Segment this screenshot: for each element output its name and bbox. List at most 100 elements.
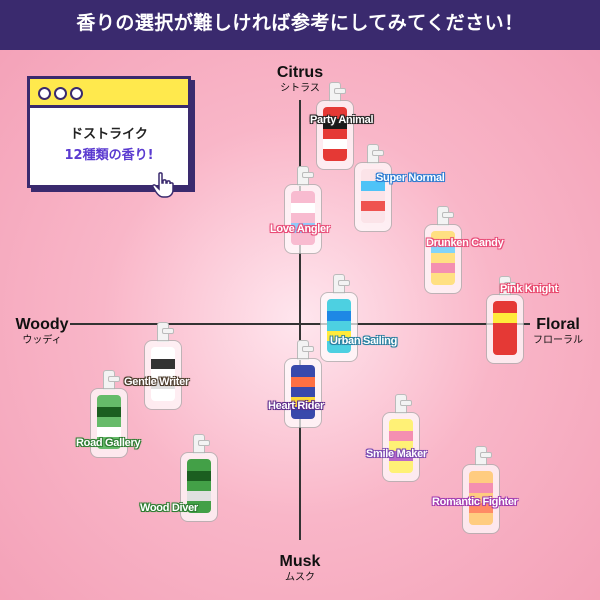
product-label: Gentle Writer	[124, 376, 189, 388]
product-bottle[interactable]	[180, 434, 218, 522]
bottle-label-art	[97, 395, 121, 449]
product-label: Drunken Candy	[426, 237, 504, 249]
callout-title-bar	[30, 79, 188, 108]
nozzle	[442, 212, 454, 218]
bottle-body	[354, 162, 392, 232]
bottle-body	[320, 292, 358, 362]
nozzle	[334, 88, 346, 94]
nozzle	[198, 440, 210, 446]
bottle-body	[144, 340, 182, 410]
label-art-stripe	[361, 181, 385, 191]
label-art-stripe	[97, 427, 121, 437]
product-bottle[interactable]	[382, 394, 420, 482]
pump-cap	[157, 322, 174, 342]
callout-line2: 12種類の香り!	[64, 148, 154, 163]
product-label: Heart Rider	[268, 400, 324, 412]
axis-bottom-en: Musk	[279, 553, 321, 570]
label-art-stripe	[431, 263, 455, 273]
banner-text: 香りの選択が難しければ参考にしてみてください！	[76, 12, 524, 34]
label-art-stripe	[327, 331, 351, 341]
bottle-label-art	[151, 347, 175, 401]
top-banner: 香りの選択が難しければ参考にしてみてください！	[0, 0, 600, 50]
bottle-label-art	[291, 365, 315, 419]
pump-cap	[297, 166, 314, 186]
axis-label-right: Floral フローラル	[520, 316, 596, 348]
pump-cap	[475, 446, 492, 466]
label-art-stripe	[469, 483, 493, 493]
label-art-stripe	[327, 311, 351, 321]
product-bottle[interactable]	[284, 340, 322, 428]
bottle-body	[486, 294, 524, 364]
axis-top-jp: シトラス	[280, 83, 320, 94]
pump-cap	[193, 434, 210, 454]
product-bottle[interactable]	[144, 322, 182, 410]
bottle-body	[316, 100, 354, 170]
product-label: Urban Sailing	[330, 335, 397, 347]
label-art-stripe	[291, 397, 315, 407]
callout-line1: ドストライク	[70, 127, 148, 142]
window-dot-icon	[54, 87, 67, 100]
bottle-body	[180, 452, 218, 522]
product-label: Pink Knight	[500, 283, 558, 295]
window-dot-icon	[70, 87, 83, 100]
label-art-stripe	[389, 431, 413, 441]
nozzle	[162, 328, 174, 334]
bottle-label-art	[291, 191, 315, 245]
product-bottle[interactable]	[354, 144, 392, 232]
product-bottle[interactable]	[462, 446, 500, 534]
product-bottle[interactable]	[90, 370, 128, 458]
product-label: Road Gallery	[76, 437, 141, 449]
bottle-label-art	[361, 169, 385, 223]
bottle-body	[284, 184, 322, 254]
product-bottle[interactable]	[316, 82, 354, 170]
product-label: Love Angler	[270, 223, 330, 235]
callout-window: ドストライク 12種類の香り!	[27, 76, 191, 188]
axis-bottom-jp: ムスク	[285, 572, 315, 583]
axis-top-en: Citrus	[276, 64, 324, 81]
hand-cursor-icon	[152, 172, 174, 198]
pump-cap	[329, 82, 346, 102]
product-label: Smile Maker	[366, 448, 427, 460]
label-art-stripe	[389, 451, 413, 461]
label-art-stripe	[291, 377, 315, 387]
axis-right-en: Floral	[536, 316, 580, 333]
axis-left-jp: ウッディ	[22, 335, 62, 346]
label-art-stripe	[323, 119, 347, 129]
bottle-label-art	[187, 459, 211, 513]
product-label: Party Animal	[310, 114, 374, 126]
axis-right-jp: フローラル	[533, 335, 583, 346]
product-label: Romantic Fighter	[432, 496, 518, 508]
product-label: Wood Diver	[140, 502, 198, 514]
label-art-stripe	[493, 333, 517, 343]
pump-cap	[499, 276, 516, 296]
bottle-label-art	[431, 231, 455, 285]
label-art-stripe	[291, 223, 315, 233]
bottle-label-art	[327, 299, 351, 353]
vertical-axis	[299, 100, 301, 540]
product-bottle[interactable]	[320, 274, 358, 362]
label-art-stripe	[97, 407, 121, 417]
nozzle	[108, 376, 120, 382]
pump-cap	[367, 144, 384, 164]
label-art-stripe	[361, 201, 385, 211]
bottle-label-art	[469, 471, 493, 525]
product-label: Super Normal	[376, 172, 445, 184]
nozzle	[480, 452, 492, 458]
nozzle	[400, 400, 412, 406]
label-art-stripe	[187, 491, 211, 501]
pump-cap	[297, 340, 314, 360]
product-bottle[interactable]	[424, 206, 462, 294]
product-bottle[interactable]	[486, 276, 524, 364]
bottle-body	[90, 388, 128, 458]
label-art-stripe	[323, 139, 347, 149]
nozzle	[504, 282, 516, 288]
nozzle	[372, 150, 384, 156]
pump-cap	[103, 370, 120, 390]
axis-left-en: Woody	[15, 316, 69, 333]
label-art-stripe	[187, 471, 211, 481]
bottle-label-art	[323, 107, 347, 161]
label-art-stripe	[493, 313, 517, 323]
product-bottle[interactable]	[284, 166, 322, 254]
pump-cap	[395, 394, 412, 414]
